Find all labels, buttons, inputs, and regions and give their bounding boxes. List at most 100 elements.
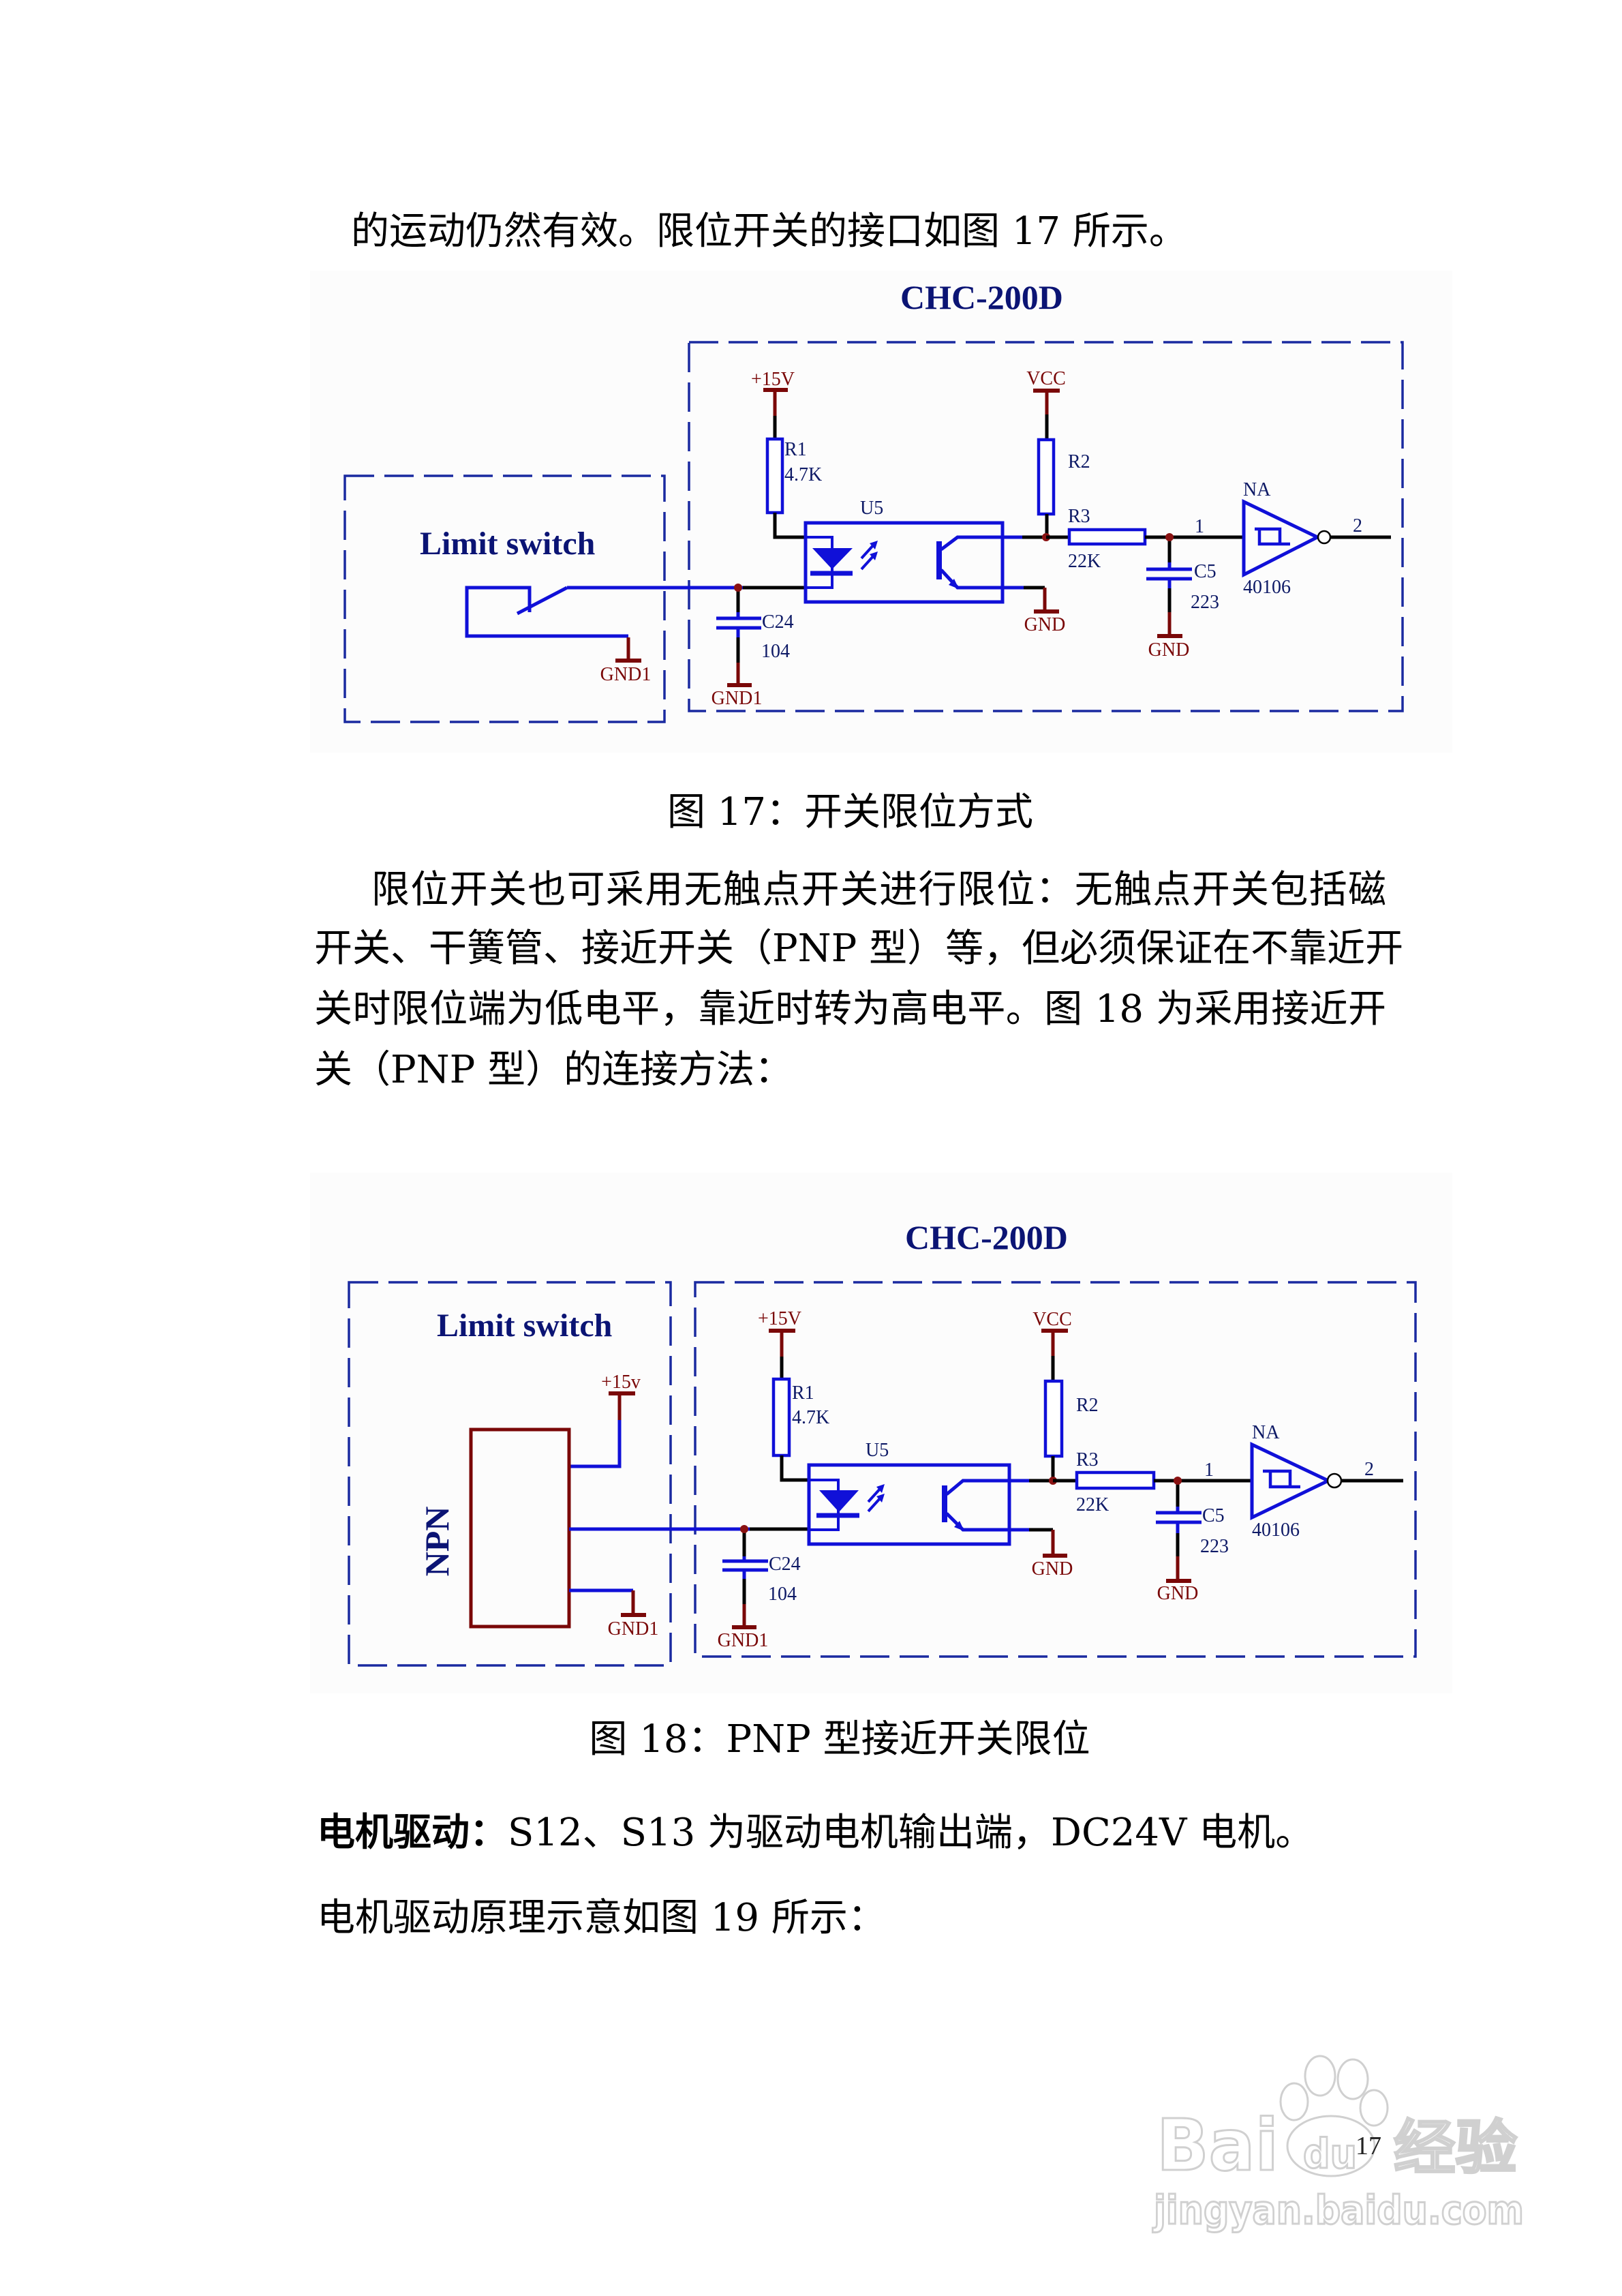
optocoupler-designator: U5 [866, 1440, 889, 1461]
resistor-r1: +15V R1 4.7K [751, 369, 822, 539]
light-arrow-icon [860, 543, 876, 560]
ground-symbol-opto: GND [1032, 1530, 1073, 1580]
resistor-value: 4.7K [784, 464, 822, 485]
pin-label-input: 1 [1195, 516, 1204, 537]
resistor-body [1067, 528, 1147, 546]
paragraph-line: 开关、干簧管、接近开关（PNP 型）等，但必须保证在不靠近开 [314, 926, 1404, 971]
capacitor-value: 223 [1200, 1536, 1229, 1557]
wire [773, 513, 806, 539]
capacitor-designator: C5 [1202, 1505, 1225, 1526]
board-title: CHC-200D [905, 1218, 1068, 1256]
led-diode-icon [819, 1490, 859, 1512]
light-arrowhead-icon [876, 1484, 885, 1493]
inverter-triangle [1250, 1442, 1332, 1520]
optocoupler-body [804, 521, 1005, 604]
capacitor-c5: GND C5 223 [1156, 1477, 1229, 1604]
sensor-supply-wire [569, 1420, 622, 1468]
ground-symbol-opto: GND [1024, 588, 1066, 635]
paragraph-line: 关时限位端为低电平，靠近时转为高电平。图 18 为采用接近开 [314, 987, 1386, 1031]
paw-toe-icon [1304, 2055, 1336, 2097]
phototransistor-collector [940, 535, 1022, 551]
supply-label: VCC [1032, 1309, 1072, 1330]
capacitor-c5: GND C5 223 [1146, 533, 1219, 661]
resistor-body [1037, 438, 1056, 516]
limit-switch-boundary-dashed [348, 1281, 672, 1667]
ground-label: GND1 [600, 664, 652, 685]
paragraph-line: 限位开关也可采用无触点开关进行限位：无触点开关包括磁 [371, 868, 1386, 912]
pin-label-output: 2 [1364, 1459, 1374, 1480]
capacitor-value: 223 [1191, 592, 1219, 613]
resistor-value: 22K [1076, 1494, 1109, 1515]
ground-label: GND1 [718, 1630, 769, 1651]
inverter-triangle [1242, 499, 1321, 578]
optocoupler-u5: U5 [807, 1440, 1053, 1546]
light-arrowhead-icon [870, 541, 878, 549]
ground-label: GND [1157, 1583, 1199, 1604]
paw-toe-icon [1359, 2089, 1389, 2127]
resistor-r2: VCC R2 [1032, 1309, 1099, 1485]
emitter-arrow-icon [954, 1521, 964, 1531]
inverter-bubble [1317, 530, 1332, 545]
capacitor-value: 104 [761, 641, 790, 662]
resistor-body [765, 437, 784, 515]
supply-label: VCC [1026, 368, 1066, 389]
figure-18-schematic: CHC-200D Limit switch +15v NPN GND1 [310, 1173, 1452, 1693]
limit-switch-boundary-dashed [343, 474, 666, 723]
switch-wire [465, 586, 628, 638]
hysteresis-icon [1255, 527, 1290, 546]
ground-label: GND [1024, 614, 1066, 635]
gate-part-number: 40106 [1243, 577, 1291, 598]
switch-blade [516, 586, 568, 616]
optocoupler-body [807, 1463, 1011, 1546]
pin-label-input: 1 [1204, 1460, 1214, 1481]
phototransistor-collector [945, 1479, 1029, 1496]
paragraph-line: 关（PNP 型）的连接方法： [314, 1048, 793, 1092]
ground-label: GND [1148, 639, 1190, 661]
gate-part-number: 40106 [1252, 1520, 1300, 1541]
optocoupler-u5: U5 [804, 498, 1046, 604]
ground-label: GND1 [711, 688, 763, 709]
ground-label: GND [1032, 1558, 1073, 1580]
paw-palm-icon [1286, 2115, 1376, 2177]
capacitor-value: 104 [768, 1584, 797, 1605]
junction-dot [734, 584, 742, 592]
resistor-body [771, 1377, 791, 1457]
pin-label-output: 2 [1353, 515, 1362, 537]
resistor-body [1043, 1379, 1064, 1458]
board-boundary-dashed [694, 1281, 1417, 1658]
motor-drive-heading: 电机驱动： [317, 1810, 508, 1855]
paw-toe-icon [1336, 2058, 1369, 2100]
limit-switch-title: Limit switch [420, 526, 595, 562]
resistor-r3: R3 22K 1 [1046, 506, 1244, 572]
motor-drive-text: S12、S13 为驱动电机输出端，DC24V 电机。 [508, 1811, 1314, 1855]
capacitor-designator: C24 [769, 1554, 801, 1575]
gate-designator: NA [1252, 1422, 1280, 1443]
emitter-arrow-icon [949, 579, 959, 589]
sensor-supply-label: +15v [601, 1372, 641, 1393]
limit-switch-title: Limit switch [437, 1308, 612, 1344]
motor-principle-line: 电机驱动原理示意如图 19 所示： [317, 1896, 886, 1940]
motor-drive-line: 电机驱动：S12、S13 为驱动电机输出端，DC24V 电机。 [317, 1809, 1313, 1856]
ground-label: GND1 [608, 1618, 659, 1640]
board-title: CHC-200D [900, 278, 1063, 316]
capacitor-c24: GND1 C24 104 [718, 1525, 801, 1651]
sensor-type-label: NPN [418, 1507, 456, 1577]
figure-17-caption: 图 17：开关限位方式 [667, 790, 1034, 834]
resistor-r1: +15V R1 4.7K [758, 1308, 829, 1482]
gate-designator: NA [1243, 479, 1271, 500]
baidu-jingyan-watermark: Bai du 经验 jingyan.baidu.com [1152, 2055, 1525, 2235]
light-arrow-icon [867, 1496, 883, 1513]
resistor-body [1075, 1470, 1156, 1490]
resistor-r2: VCC R2 [1026, 368, 1090, 541]
resistor-designator: R3 [1076, 1449, 1099, 1470]
supply-label: +15V [758, 1308, 801, 1329]
light-arrow-icon [867, 1486, 883, 1503]
wire [780, 1455, 809, 1482]
capacitor-c24: GND1 C24 104 [711, 584, 794, 709]
watermark-url: jingyan.baidu.com [1152, 2187, 1524, 2233]
light-arrow-icon [860, 554, 876, 571]
limit-switch-contact [465, 586, 628, 638]
figure-18-caption: 图 18：PNP 型接近开关限位 [589, 1717, 1090, 1762]
